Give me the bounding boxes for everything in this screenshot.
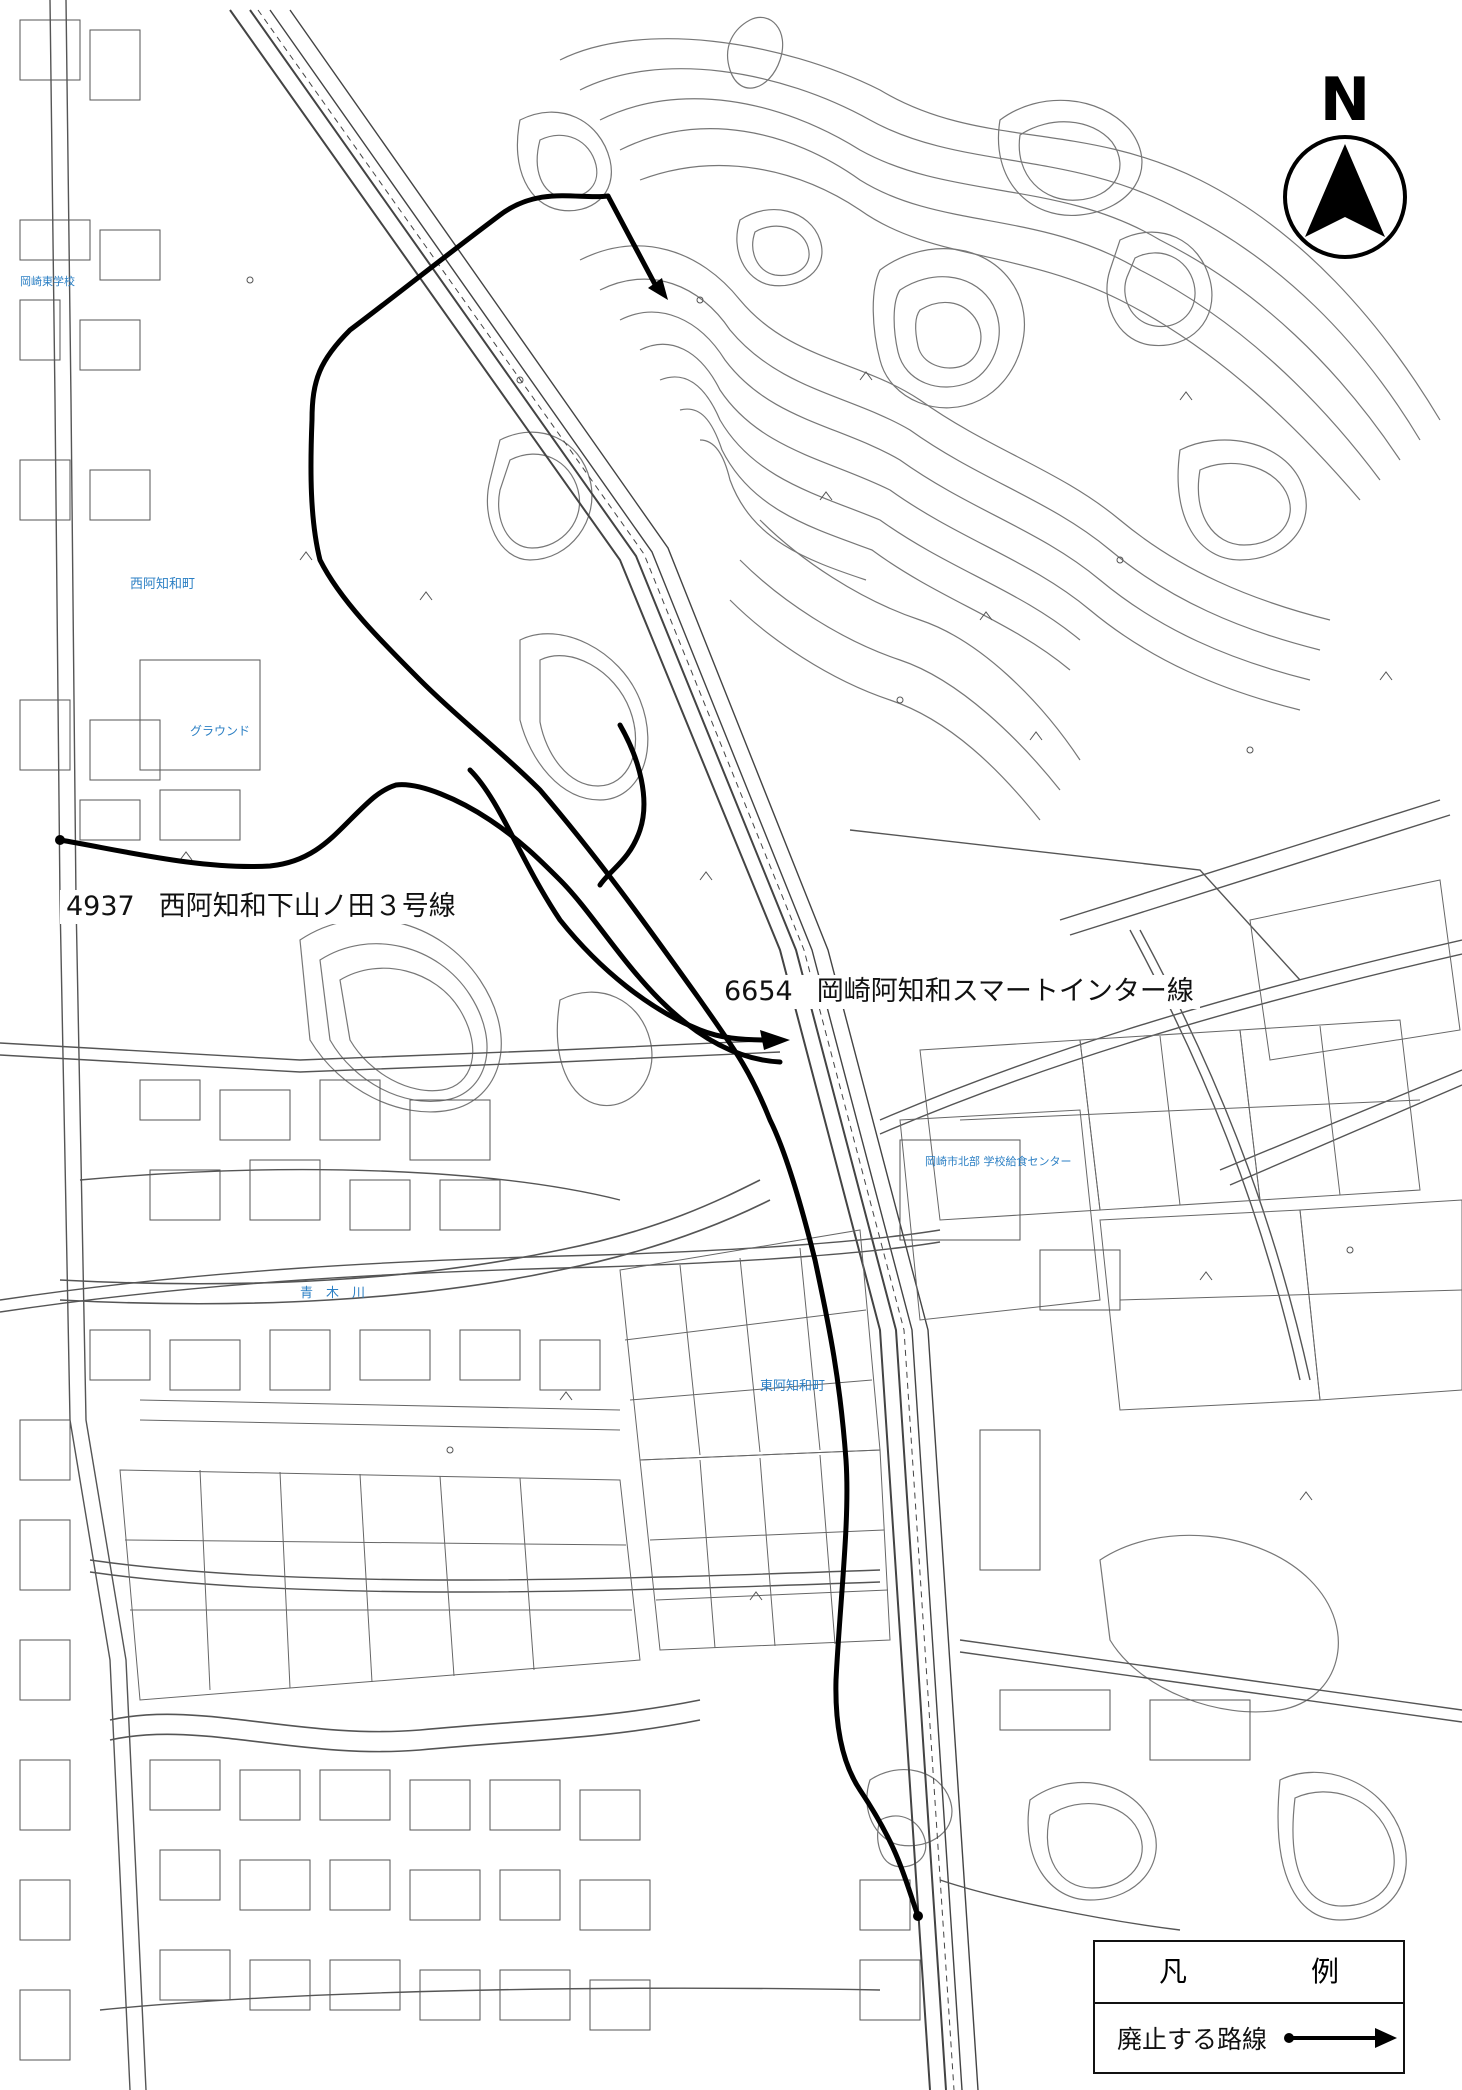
railway-corridor — [229, 9, 979, 2090]
map-symbols — [179, 276, 1393, 1601]
legend-title: 凡 例 — [1095, 1942, 1403, 2004]
route-4937-name: 西阿知和下山ノ田３号線 — [158, 891, 456, 922]
route-6654-north-arrow — [648, 278, 668, 300]
label-higashi-achiwa: 東阿知和町 — [760, 1378, 825, 1394]
label-nishi-achiwa: 西阿知和町 — [130, 576, 195, 592]
route-6654-number: 6654 — [724, 976, 793, 1007]
aoki-river — [59, 1179, 771, 1753]
route-line-arrow-icon — [1284, 2028, 1398, 2048]
label-ground: グラウンド — [190, 724, 250, 738]
label-school: 岡崎東学校 — [20, 274, 75, 288]
north-compass: N — [1280, 70, 1410, 260]
label-lunch-center: 岡崎市北部 学校給食センター — [925, 1154, 1072, 1168]
route-6654-start-dot — [913, 1911, 923, 1921]
legend-box: 凡 例 廃止する路線 — [1093, 1940, 1405, 2074]
north-label: N — [1319, 65, 1371, 135]
route-4937-number: 4937 — [66, 891, 135, 922]
route-4937-line[interactable] — [57, 782, 783, 1065]
contour-lines — [299, 16, 1441, 1921]
field-grid — [119, 879, 1462, 1701]
place-labels: 西阿知和町 東阿知和町 グラウンド 青 木 川 岡崎市北部 学校給食センター 岡… — [20, 274, 1072, 1394]
legend-item-label: 廃止する路線 — [1117, 2025, 1268, 2054]
route-6654-line[interactable] — [308, 193, 921, 1919]
buildings — [19, 19, 1251, 2061]
route-6654-name: 岡崎阿知和スマートインター線 — [816, 976, 1194, 1007]
route-6654-arrow — [760, 1030, 790, 1050]
legend-row: 廃止する路線 — [1095, 2004, 1403, 2072]
route-6654-label: 6654 岡崎阿知和スマートインター線 — [718, 975, 1200, 1009]
label-aoki-river: 青 木 川 — [300, 1286, 365, 1301]
route-4937-start-dot — [55, 835, 65, 845]
compass-icon — [1283, 135, 1407, 259]
route-4937-label: 4937 西阿知和下山ノ田３号線 — [60, 890, 462, 924]
